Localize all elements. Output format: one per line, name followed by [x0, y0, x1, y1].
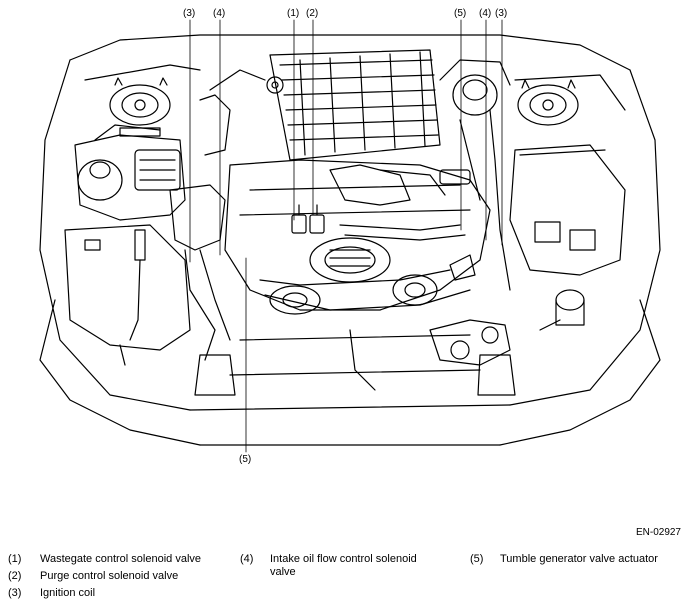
- legend-text: Tumble generator valve actuator: [500, 553, 658, 565]
- legend-number: (4): [240, 553, 254, 565]
- legend-item-3: (3) Ignition coil: [8, 587, 228, 601]
- engine-compartment-diagram: (1) (2) (3) (4) (5) (4) (3) (5): [39, 8, 661, 465]
- right-components: [429, 59, 626, 366]
- legend-text: Intake oil flow control solenoid valve: [270, 553, 417, 578]
- left-components: [64, 124, 191, 366]
- legend-item-1: (1) Wastegate control solenoid valve: [8, 553, 228, 567]
- legend-number: (1): [8, 553, 22, 565]
- callout-5-right: (5): [454, 8, 467, 19]
- legend-item-5: (5) Tumble generator valve actuator: [470, 553, 685, 567]
- legend-item-4: (4) Intake oil flow control solenoid val…: [240, 553, 450, 583]
- callout-3-left: (3): [183, 8, 196, 19]
- callout-4-left: (4): [213, 8, 226, 19]
- left-strut-tower: [109, 77, 171, 126]
- engine-block: [224, 159, 491, 315]
- vehicle-body-outline: [39, 34, 661, 446]
- legend-text: Purge control solenoid valve: [40, 570, 179, 582]
- legend-number: (3): [8, 587, 22, 599]
- legend-item-2: (2) Purge control solenoid valve: [8, 570, 228, 584]
- figure-code: EN-02927: [635, 527, 681, 538]
- leader-lines: [189, 19, 503, 453]
- right-strut-tower: [517, 79, 579, 126]
- legend-number: (5): [470, 553, 484, 565]
- callout-4-right: (4): [479, 8, 492, 19]
- legend-text: Wastegate control solenoid valve: [40, 553, 202, 565]
- callout-5-bottom: (5): [239, 454, 252, 465]
- callout-3-right: (3): [495, 8, 508, 19]
- legend-number: (2): [8, 570, 22, 582]
- callout-1: (1): [287, 8, 300, 19]
- lower-frame: [194, 329, 516, 396]
- callout-2: (2): [306, 8, 319, 19]
- legend-text: Ignition coil: [40, 587, 96, 599]
- intercooler: [266, 49, 441, 161]
